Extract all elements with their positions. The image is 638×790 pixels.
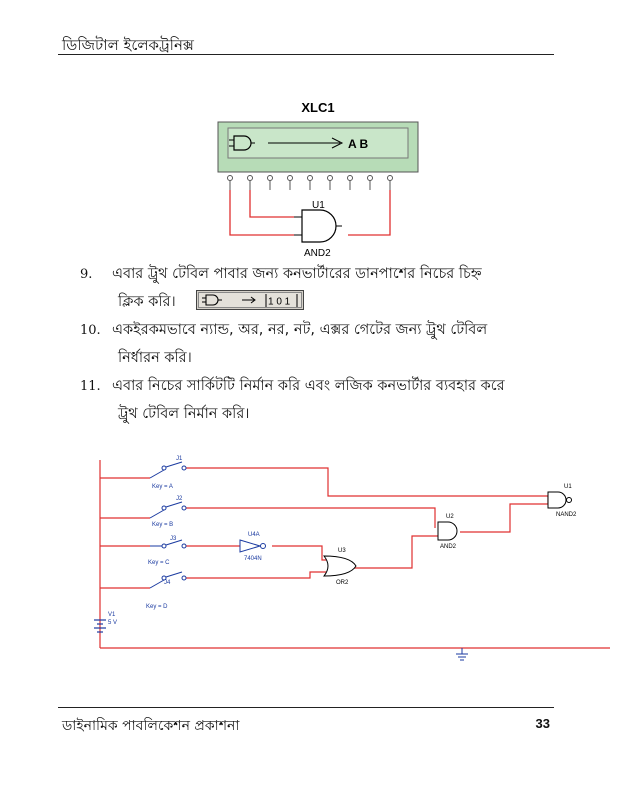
circuit-wires — [99, 460, 610, 649]
step-text-cont: ট্রুথ টেবিল নির্মান করি। — [118, 406, 250, 422]
gate-name: AND2 — [304, 248, 331, 259]
page-number: 33 — [535, 716, 550, 731]
converter-output-text: A B — [348, 137, 369, 151]
battery-icon — [94, 619, 106, 633]
terminal-leads — [229, 180, 391, 190]
or-gate — [322, 555, 357, 577]
step-text-cont: ক্লিক করি। — [118, 294, 176, 310]
and-gate-symbol-icon — [229, 135, 255, 151]
step-9: 9. এবার ট্রুথ টেবিল পাবার জন্য কনভার্টারে… — [80, 264, 482, 310]
nand-gate-part: NAND2 — [556, 512, 577, 518]
arrow-icon — [268, 137, 344, 149]
converter-terminals — [227, 175, 393, 181]
and-gate-part: AND2 — [440, 544, 457, 550]
footer-publisher: ডাইনামিক পাবলিকেশন প্রকাশনা — [62, 718, 240, 734]
switch-j1-ref: J1 — [176, 456, 183, 462]
circuit-schematic: J1 Key = A J2 Key = B J3 Key = C J4 Key … — [94, 456, 610, 661]
step-text: একইরকমভাবে ন্যান্ড, অর, নর, নট, এক্সর গে… — [112, 322, 488, 338]
step-11: 11. এবার নিচের সার্কিটটি নির্মান করি এবং … — [80, 376, 505, 422]
logic-converter-figure: XLC1 A B U1 AND2 — [217, 100, 419, 259]
switch-j2-key: Key = B — [152, 522, 173, 528]
inverter-part: 7404N — [244, 556, 262, 562]
inverter-gate — [239, 539, 266, 553]
switch-j3-ref: J3 — [170, 536, 177, 542]
footer-rule — [58, 707, 554, 708]
step-number: 9. — [80, 267, 93, 282]
switches — [149, 461, 187, 589]
truth-table-button-icon: 1 0 1 — [196, 290, 305, 310]
switch-j3-key: Key = C — [148, 560, 170, 566]
step-text-cont: নির্ধারন করি। — [118, 350, 192, 366]
or-gate-part: OR2 — [336, 580, 349, 586]
and-gate-ref: U2 — [446, 514, 454, 520]
inline-icon-text: 1 0 1 — [268, 297, 291, 308]
or-gate-ref: U3 — [338, 548, 346, 554]
step-number: 10. — [80, 323, 101, 338]
and-gate — [294, 209, 342, 243]
header-rule — [58, 54, 554, 55]
gate-ref: U1 — [312, 200, 325, 211]
step-text: এবার ট্রুথ টেবিল পাবার জন্য কনভার্টারের … — [112, 266, 482, 282]
step-number: 11. — [80, 379, 101, 394]
page-header-title: ডিজিটাল ইলেকট্রনিক্স — [62, 36, 194, 54]
switch-j4-ref: J4 — [164, 580, 171, 586]
nand-gate — [547, 491, 572, 509]
switch-j2-ref: J2 — [176, 496, 183, 502]
source-value: 5 V — [108, 620, 117, 626]
step-10: 10. একইরকমভাবে ন্যান্ড, অর, নর, নট, এক্সর… — [80, 320, 488, 366]
switch-j1-key: Key = A — [152, 484, 173, 490]
converter-label: XLC1 — [301, 100, 334, 115]
step-text: এবার নিচের সার্কিটটি নির্মান করি এবং লজি… — [112, 378, 505, 394]
converter-wires — [229, 190, 391, 236]
inverter-ref: U4A — [248, 532, 260, 538]
nand-gate-ref: U1 — [564, 484, 572, 490]
ground-icon — [456, 648, 468, 661]
and-gate — [437, 521, 458, 541]
source-ref: V1 — [108, 612, 116, 618]
switch-j4-key: Key = D — [146, 604, 168, 610]
